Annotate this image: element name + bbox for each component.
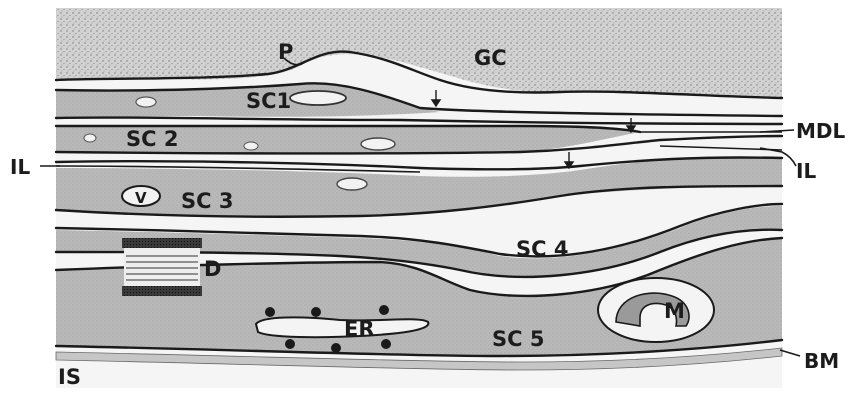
label-gc: GC — [474, 46, 507, 70]
inclusion — [136, 97, 156, 107]
label-m: M — [664, 299, 685, 323]
label-il-right: IL — [796, 159, 816, 183]
inclusion — [84, 134, 96, 142]
inclusion — [244, 142, 258, 150]
inclusion — [290, 91, 346, 105]
label-sc1: SC1 — [246, 89, 291, 113]
label-v: V — [135, 189, 147, 207]
label-il-left: IL — [10, 155, 30, 179]
mitochondrion — [598, 278, 714, 342]
label-er: ER — [344, 317, 375, 341]
label-sc5: SC 5 — [492, 327, 544, 351]
label-sc4: SC 4 — [516, 237, 568, 261]
label-is: IS — [58, 365, 81, 389]
desmosome — [122, 238, 202, 296]
label-mdl: MDL — [796, 119, 846, 143]
inclusion — [361, 138, 395, 150]
inclusion — [337, 178, 367, 190]
label-sc3: SC 3 — [181, 189, 233, 213]
leader-bm — [780, 350, 800, 356]
label-d: D — [204, 257, 221, 281]
label-bm: BM — [804, 349, 839, 373]
label-p: P — [278, 40, 293, 64]
label-sc2: SC 2 — [126, 127, 178, 151]
